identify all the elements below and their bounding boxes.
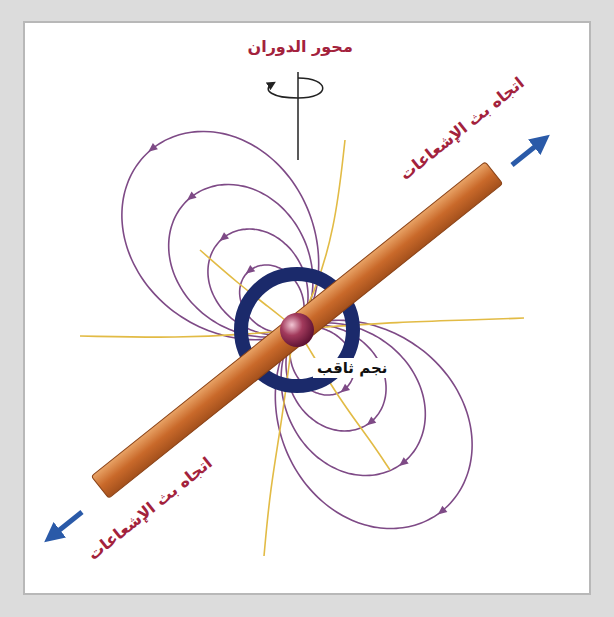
- rotation-axis: [297, 72, 299, 160]
- magnetic-field-lines: [122, 131, 472, 528]
- radiation-beam: [91, 162, 502, 498]
- field-arrow: [397, 457, 409, 469]
- rotation-arrow: [268, 78, 323, 98]
- field-arrow: [185, 192, 197, 204]
- open-field-line: [80, 331, 282, 337]
- open-field-lines: [80, 140, 524, 556]
- field-arrow: [364, 417, 376, 429]
- field-arrow: [243, 265, 255, 277]
- star-label: نجم ثاقب: [313, 358, 391, 378]
- field-arrow: [435, 506, 447, 518]
- field-arrow: [338, 384, 350, 396]
- inner-panel: [24, 22, 590, 594]
- axis-label: محور الدوران: [244, 36, 357, 57]
- emission-arrow: [512, 141, 542, 165]
- open-field-line: [312, 318, 524, 328]
- field-arrow: [146, 143, 158, 155]
- field-line: [122, 131, 319, 339]
- field-line: [275, 320, 472, 528]
- emission-arrow: [52, 512, 82, 536]
- field-arrow: [217, 232, 229, 244]
- neutron-star: [280, 313, 314, 347]
